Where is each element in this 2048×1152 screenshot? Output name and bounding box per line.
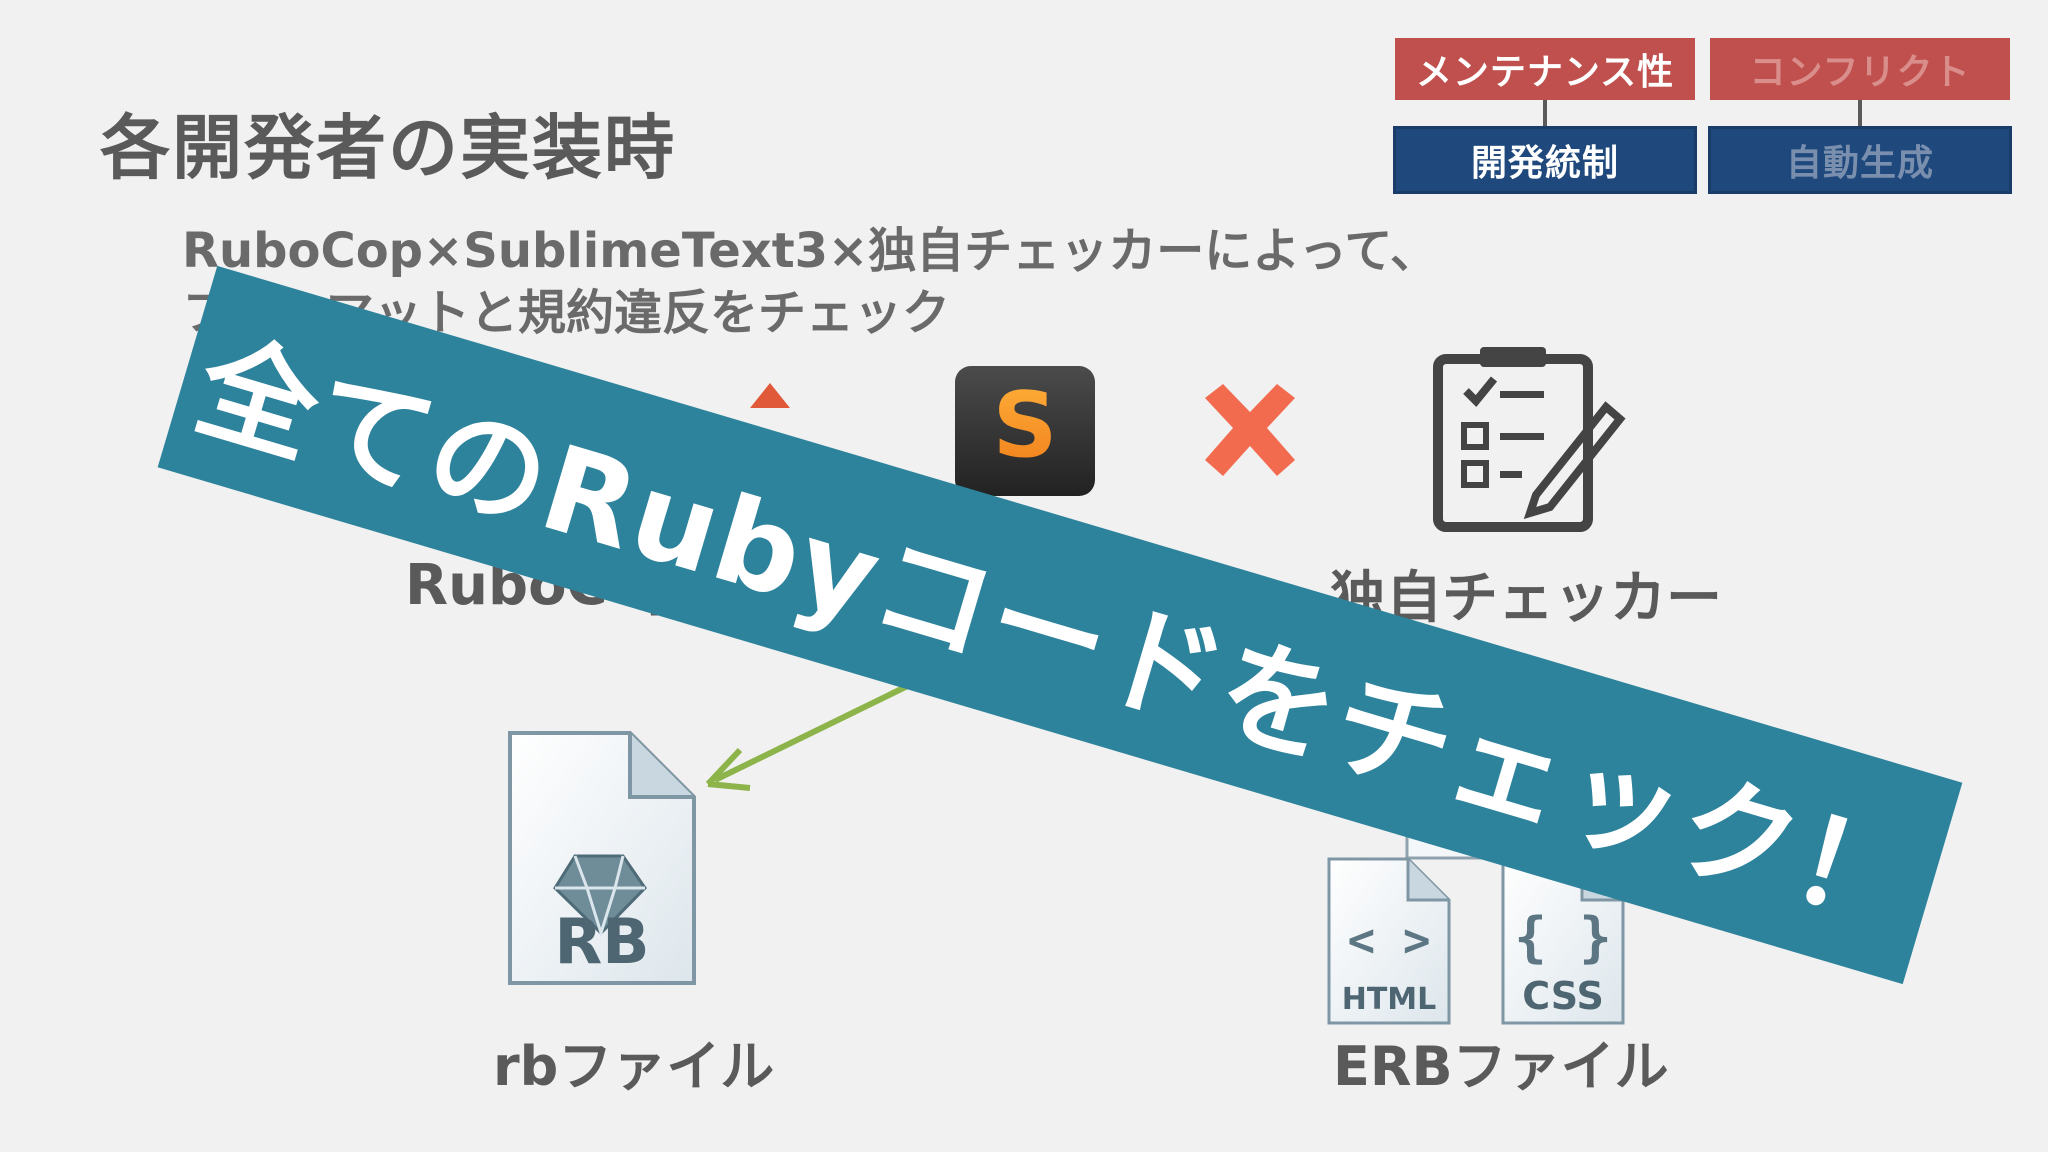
conflict-tag: コンフリクト <box>1710 38 2010 100</box>
css-symbol: { } <box>1514 906 1612 969</box>
rubocop-icon <box>750 383 790 408</box>
rb-badge: RB <box>555 905 650 978</box>
checklist-icon <box>1433 347 1626 532</box>
tag-connector-left <box>1543 100 1547 128</box>
cross-icon <box>1205 384 1295 476</box>
tag-connector-right <box>1858 100 1862 128</box>
html-file-icon: < > HTML <box>1327 857 1451 1025</box>
arrow-icon <box>705 672 932 791</box>
html-badge: HTML <box>1342 982 1437 1017</box>
sublime-text-icon: S <box>955 366 1095 496</box>
dev-control-tag: 開発統制 <box>1393 126 1697 194</box>
css-badge: CSS <box>1522 974 1604 1018</box>
css-file-icon: { } CSS <box>1501 857 1625 1025</box>
html-symbol: < > <box>1347 913 1430 967</box>
erb-file-label: ERBファイル <box>1333 1035 1669 1098</box>
rb-file-label: rbファイル <box>493 1035 775 1098</box>
maintainability-tag: メンテナンス性 <box>1395 38 1695 100</box>
rb-file-icon: RB <box>508 731 696 985</box>
sublime-letter: S <box>993 373 1058 478</box>
subtitle-line-1: RuboCop×SublimeText3×独自チェッカーによって、 <box>182 223 1439 279</box>
auto-generation-tag: 自動生成 <box>1708 126 2012 194</box>
page-title: 各開発者の実装時 <box>100 107 676 189</box>
